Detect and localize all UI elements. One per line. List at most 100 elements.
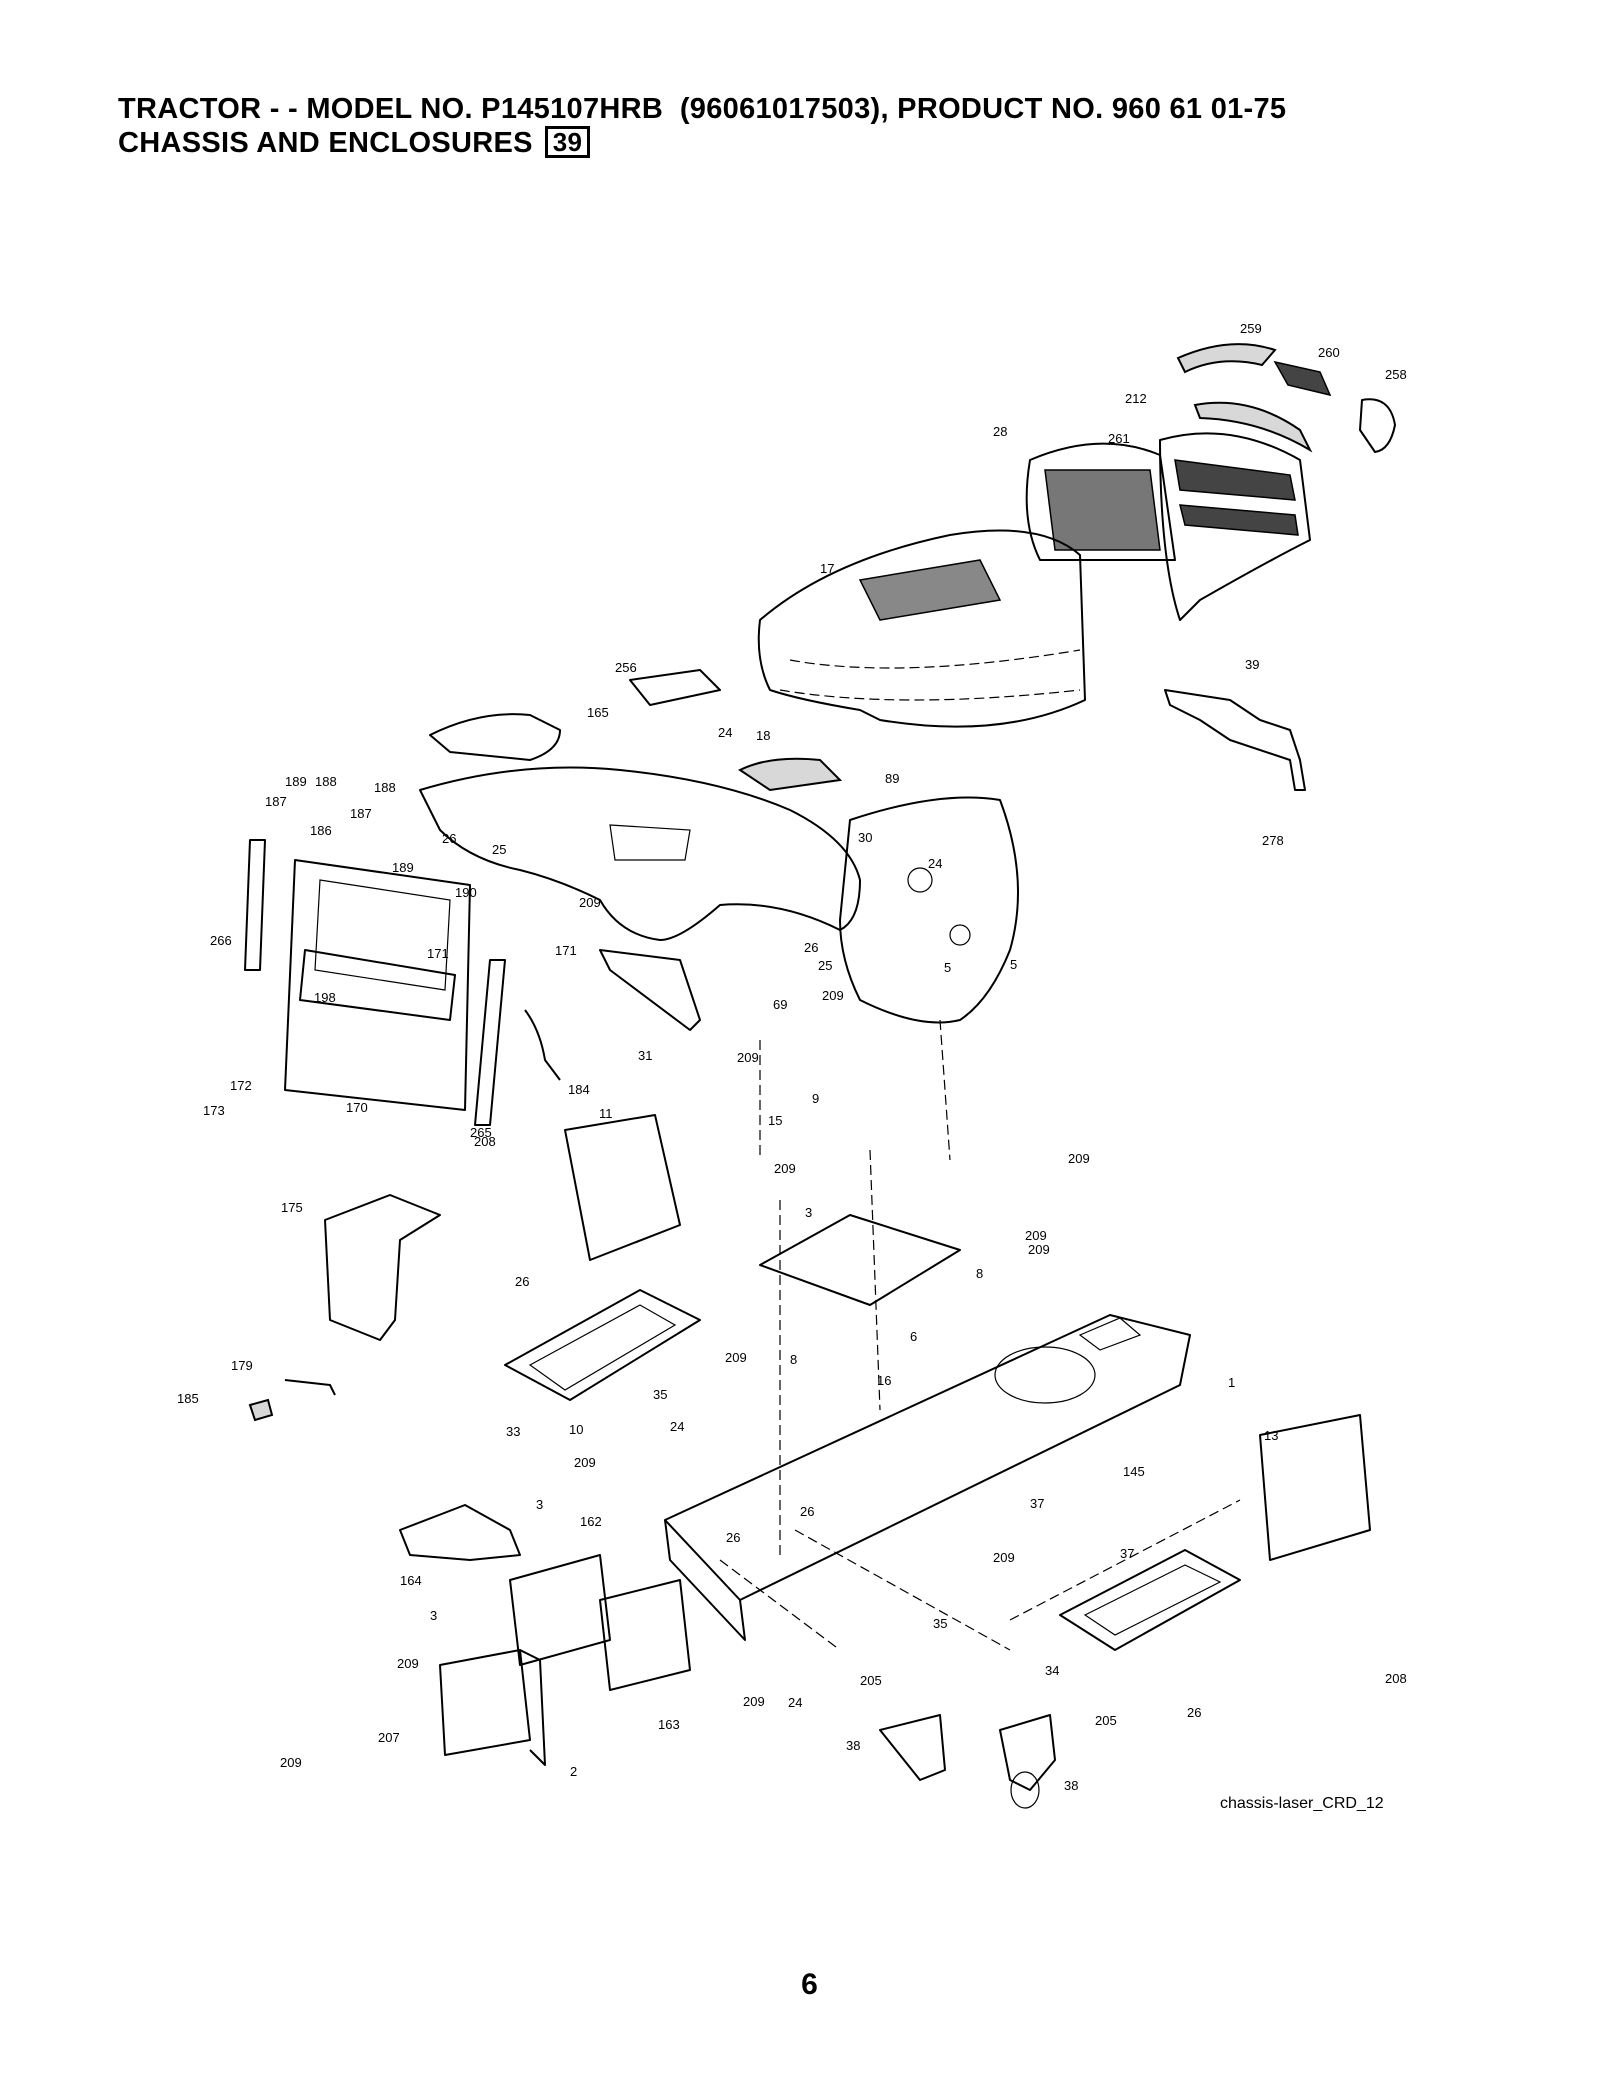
callout-number: 205 <box>860 1673 882 1688</box>
callout-number: 16 <box>877 1373 891 1388</box>
callout-number: 188 <box>315 774 337 789</box>
callout-number: 162 <box>580 1514 602 1529</box>
callout-number: 89 <box>885 771 899 786</box>
callout-number: 188 <box>374 780 396 795</box>
callout-number: 26 <box>515 1274 529 1289</box>
callout-number: 26 <box>804 940 818 955</box>
callout-number: 189 <box>285 774 307 789</box>
drawing-reference: chassis-laser_CRD_12 <box>1220 1795 1384 1812</box>
callout-number: 5 <box>1010 957 1017 972</box>
callout-number: 35 <box>933 1616 947 1631</box>
callout-number: 33 <box>506 1424 520 1439</box>
callout-number: 260 <box>1318 345 1340 360</box>
callout-number: 173 <box>203 1103 225 1118</box>
callout-number: 170 <box>346 1100 368 1115</box>
callout-number: 209 <box>1028 1242 1050 1257</box>
callout-number: 9 <box>812 1091 819 1106</box>
callout-number: 26 <box>1187 1705 1201 1720</box>
callout-number: 25 <box>492 842 506 857</box>
callout-number: 37 <box>1030 1496 1044 1511</box>
callout-number: 15 <box>768 1113 782 1128</box>
callout-number: 209 <box>822 988 844 1003</box>
callout-number: 266 <box>210 933 232 948</box>
callout-number: 163 <box>658 1717 680 1732</box>
callout-number: 205 <box>1095 1713 1117 1728</box>
title-line-1: TRACTOR - - MODEL NO. P145107HRB (960610… <box>118 93 1287 125</box>
callout-number: 209 <box>1068 1151 1090 1166</box>
callout-number: 25 <box>818 958 832 973</box>
callout-number: 38 <box>846 1738 860 1753</box>
callout-number: 209 <box>774 1161 796 1176</box>
callout-number: 34 <box>1045 1663 1059 1678</box>
callout-number: 3 <box>536 1497 543 1512</box>
callout-number: 8 <box>976 1266 983 1281</box>
callout-number: 69 <box>773 997 787 1012</box>
title-line-2: CHASSIS AND ENCLOSURES 39 <box>118 126 1518 160</box>
callout-number: 26 <box>442 831 456 846</box>
callout-number: 17 <box>820 561 834 576</box>
callout-number: 261 <box>1108 431 1130 446</box>
callout-number: 31 <box>638 1048 652 1063</box>
callout-number: 258 <box>1385 367 1407 382</box>
callout-number: 186 <box>310 823 332 838</box>
callout-number: 24 <box>788 1695 802 1710</box>
callout-number: 18 <box>756 728 770 743</box>
callout-number: 26 <box>726 1530 740 1545</box>
callout-number: 209 <box>993 1550 1015 1565</box>
callout-number: 175 <box>281 1200 303 1215</box>
callout-number: 259 <box>1240 321 1262 336</box>
section-badge: 39 <box>544 126 591 158</box>
callout-number: 145 <box>1123 1464 1145 1479</box>
callout-number: 187 <box>350 806 372 821</box>
callout-number: 208 <box>474 1134 496 1149</box>
callout-number: 207 <box>378 1730 400 1745</box>
callout-number: 187 <box>265 794 287 809</box>
callout-number: 1 <box>1228 1375 1235 1390</box>
page-number: 6 <box>801 1968 818 2001</box>
callout-number: 10 <box>569 1422 583 1437</box>
callout-number: 212 <box>1125 391 1147 406</box>
callout-number: 2 <box>570 1764 577 1779</box>
callout-number: 209 <box>1025 1228 1047 1243</box>
callout-number: 189 <box>392 860 414 875</box>
section-title: CHASSIS AND ENCLOSURES <box>118 127 533 159</box>
callout-number: 209 <box>280 1755 302 1770</box>
callout-number: 209 <box>574 1455 596 1470</box>
callout-number: 164 <box>400 1573 422 1588</box>
callout-number: 198 <box>314 990 336 1005</box>
callout-number: 38 <box>1064 1778 1078 1793</box>
callout-number: 35 <box>653 1387 667 1402</box>
callout-number: 171 <box>427 946 449 961</box>
callout-number: 209 <box>725 1350 747 1365</box>
callout-number: 3 <box>430 1608 437 1623</box>
callout-number: 209 <box>737 1050 759 1065</box>
callout-number: 28 <box>993 424 1007 439</box>
callout-number: 37 <box>1120 1546 1134 1561</box>
callout-number: 24 <box>718 725 732 740</box>
callout-number: 5 <box>944 960 951 975</box>
page-header: TRACTOR - - MODEL NO. P145107HRB (960610… <box>118 92 1518 160</box>
callout-number: 185 <box>177 1391 199 1406</box>
callout-number: 209 <box>743 1694 765 1709</box>
callout-number: 256 <box>615 660 637 675</box>
callout-number: 13 <box>1264 1428 1278 1443</box>
callout-number: 190 <box>455 885 477 900</box>
callout-number: 3 <box>805 1205 812 1220</box>
callout-number: 24 <box>928 856 942 871</box>
callout-number: 30 <box>858 830 872 845</box>
part-drawings <box>244 343 1396 1809</box>
callout-number: 165 <box>587 705 609 720</box>
callout-number: 172 <box>230 1078 252 1093</box>
callout-number: 278 <box>1262 833 1284 848</box>
callout-number: 265 <box>470 1125 492 1140</box>
callout-number: 171 <box>555 943 577 958</box>
callout-number: 208 <box>1385 1671 1407 1686</box>
callout-number: 8 <box>790 1352 797 1367</box>
callout-number: 184 <box>568 1082 590 1097</box>
callout-number: 209 <box>397 1656 419 1671</box>
callout-number: 6 <box>910 1329 917 1344</box>
callout-number: 24 <box>670 1419 684 1434</box>
callout-number: 209 <box>579 895 601 910</box>
